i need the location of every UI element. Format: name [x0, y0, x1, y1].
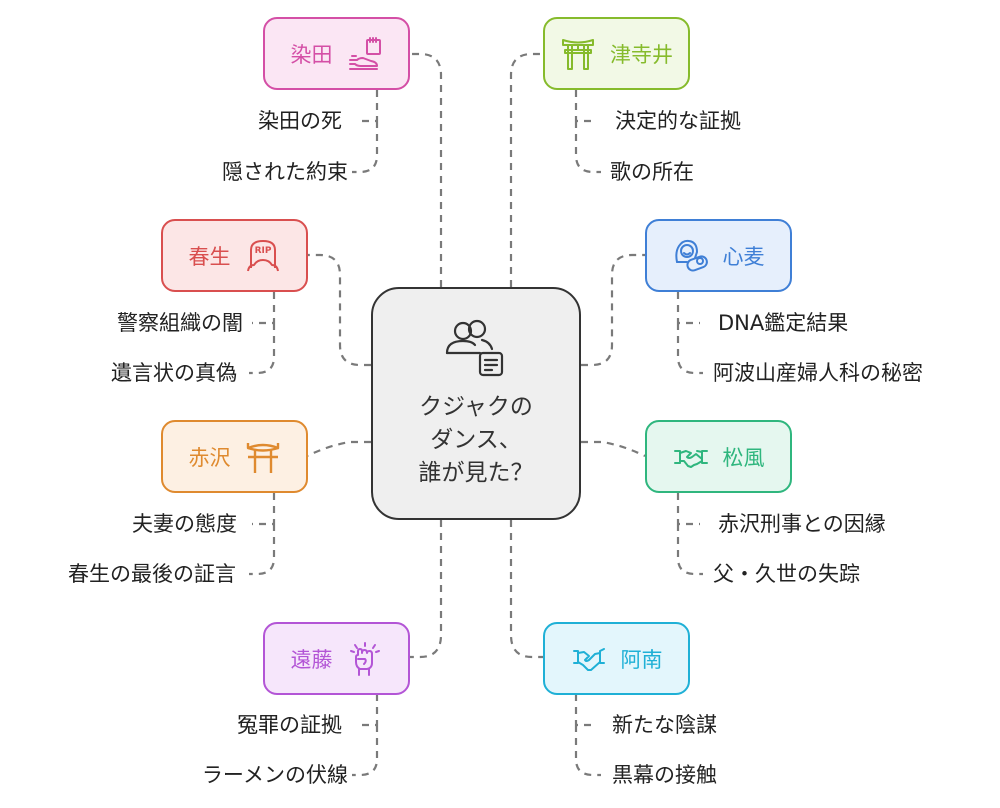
- link-haruo-items: [249, 292, 276, 375]
- node-label: 赤沢: [188, 445, 231, 470]
- leaf-item: 染田の死: [258, 109, 342, 133]
- link-endo-items: [352, 694, 379, 777]
- central-topic-title: クジャクの ダンス、 誰が見た？: [418, 394, 534, 486]
- link-center-haruo: [307, 253, 371, 367]
- link-kokomugi-items: [676, 292, 703, 375]
- leaf-item: 父・久世の失踪: [713, 562, 860, 586]
- link-someda-items: [352, 90, 379, 174]
- leaf-item: 夫妻の態度: [132, 512, 237, 536]
- leaf-item: 阿波山産婦人科の秘密: [713, 361, 923, 385]
- handshake-icon: [571, 641, 607, 677]
- leaf-item: 決定的な証拠: [615, 109, 741, 133]
- hand-calendar-icon: [347, 36, 383, 72]
- handshake-icon: [673, 439, 709, 475]
- node-label: 染田: [290, 42, 333, 67]
- torii-gate-icon: [560, 36, 596, 72]
- link-matsukaze-items: [676, 493, 703, 576]
- link-center-akazawa: [306, 440, 371, 457]
- woman-baby-icon: [673, 238, 709, 274]
- leaf-item: 冤罪の証拠: [237, 713, 342, 737]
- link-akazawa-items: [249, 493, 276, 576]
- node-someda[interactable]: 染田: [263, 17, 410, 90]
- node-label: 心麦: [722, 244, 765, 269]
- rip-tombstone-icon: RIP: [245, 238, 281, 274]
- leaf-item: 黒幕の接触: [612, 763, 717, 787]
- people-document-icon: [444, 317, 508, 383]
- node-matsukaze[interactable]: 松風: [645, 420, 792, 493]
- leaf-item: 隠された約束: [222, 160, 348, 184]
- link-center-tsujii: [509, 52, 543, 287]
- gate-icon: [245, 439, 281, 475]
- link-center-endo: [410, 520, 443, 659]
- link-center-kokomugi: [581, 253, 645, 367]
- leaf-item: 赤沢刑事との因縁: [718, 512, 886, 536]
- link-tsujii-items: [574, 90, 601, 174]
- leaf-item: DNA鑑定結果: [718, 311, 849, 335]
- link-center-someda: [410, 52, 443, 287]
- link-anan-items: [574, 694, 601, 777]
- central-topic[interactable]: クジャクの ダンス、 誰が見た？: [371, 287, 581, 520]
- leaf-item: 新たな陰謀: [612, 713, 717, 737]
- node-label: 松風: [722, 445, 765, 470]
- node-label: 遠藤: [290, 647, 333, 672]
- node-akazawa[interactable]: 赤沢: [161, 420, 308, 493]
- node-label: 津寺井: [610, 42, 673, 67]
- leaf-item: ラーメンの伏線: [201, 763, 348, 787]
- node-label: 春生: [188, 244, 231, 269]
- node-endo[interactable]: 遠藤: [263, 622, 410, 695]
- node-anan[interactable]: 阿南: [543, 622, 690, 695]
- node-tsujii[interactable]: 津寺井: [543, 17, 690, 90]
- leaf-item: 警察組織の闇: [117, 311, 243, 335]
- leaf-item: 歌の所在: [610, 160, 694, 184]
- leaf-item: 春生の最後の証言: [68, 562, 236, 586]
- link-center-anan: [509, 520, 543, 659]
- node-haruo[interactable]: 春生 RIP: [161, 219, 308, 292]
- node-label: 阿南: [620, 647, 663, 672]
- node-kokomugi[interactable]: 心麦: [645, 219, 792, 292]
- link-center-matsukaze: [581, 440, 646, 457]
- raised-fist-icon: [347, 641, 383, 677]
- leaf-item: 遺言状の真偽: [111, 361, 237, 385]
- svg-text:RIP: RIP: [254, 246, 271, 256]
